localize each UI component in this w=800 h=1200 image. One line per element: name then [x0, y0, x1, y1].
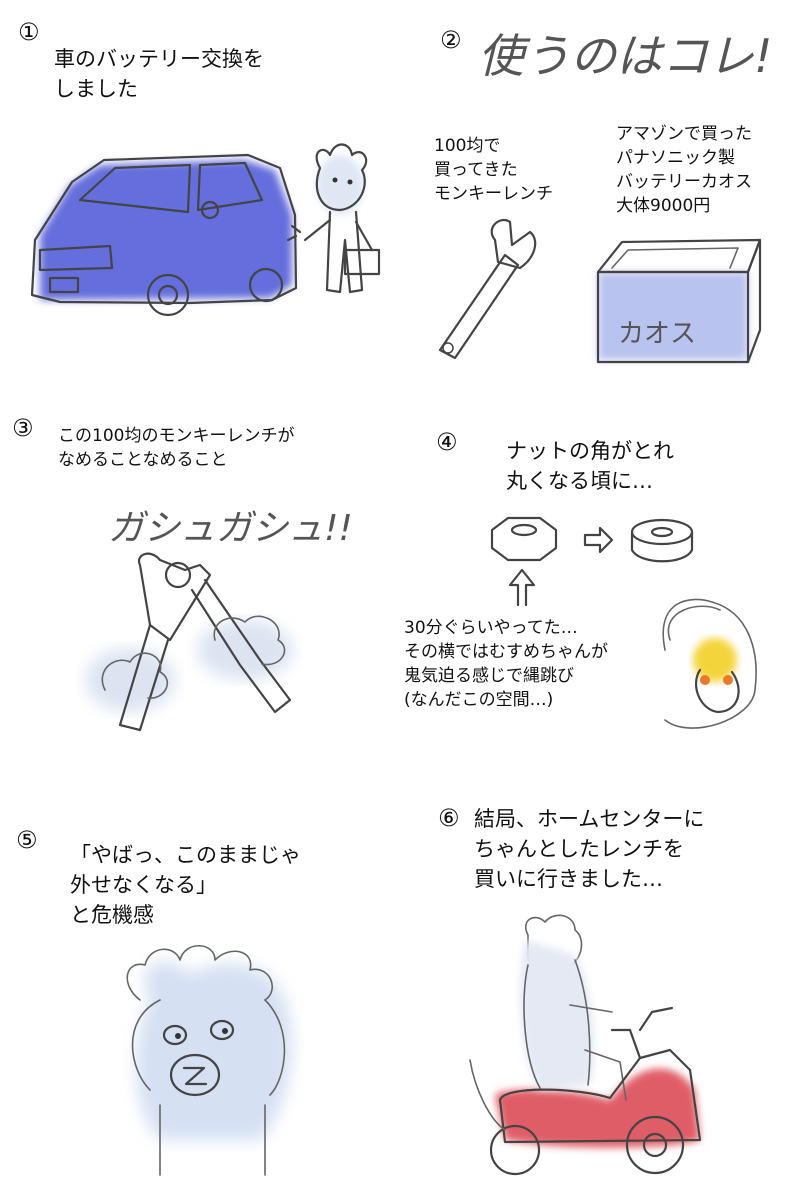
battery-label: カオス	[618, 319, 696, 349]
arrow-right-icon	[583, 526, 614, 554]
panel5-number: ⑤	[16, 826, 38, 854]
panel4-caption: ナットの角がとれ 丸くなる頃に…	[506, 439, 674, 493]
wrench-struggle-illustration	[85, 552, 293, 732]
panel2-wrench-note: 100均で 買ってきた モンキーレンチ	[434, 136, 553, 204]
arrow-up-icon	[508, 568, 536, 607]
panel1-number: ①	[18, 18, 40, 46]
chick-jump-rope-illustration	[662, 598, 757, 729]
panel5-caption: 「やばっ、このままじゃ 外せなくなる」 と危機感	[70, 843, 301, 927]
panel4-number: ④	[436, 428, 458, 456]
panel3-number: ③	[12, 414, 34, 442]
nut-before-illustration	[490, 516, 558, 562]
battery-illustration: カオス	[596, 238, 762, 364]
nut-after-illustration	[630, 518, 694, 563]
panel2-title-handwritten: 使うのはコレ!	[478, 29, 772, 83]
panel2-number: ②	[440, 26, 462, 54]
panel6-caption: 結局、ホームセンターに ちゃんとしたレンチを 買いに行きました…	[474, 807, 705, 891]
panel1-caption: 車のバッテリー交換を しました	[54, 47, 264, 101]
bear-with-toolbox-illustration	[286, 143, 381, 294]
panel6-number: ⑥	[438, 804, 460, 832]
monkey-wrench-illustration	[438, 219, 537, 360]
panel4-note: 30分ぐらいやってた… その横ではむすめちゃんが 鬼気迫る感じで縄跳び (なんだ…	[404, 618, 608, 710]
bear-on-scooter-illustration	[469, 914, 702, 1176]
panel3-caption: この100均のモンキーレンチが なめることなめること	[58, 426, 295, 470]
panel2-battery-note: アマゾンで買った パナソニック製 バッテリーカオス 大体9000円	[616, 124, 752, 216]
worried-bear-illustration	[126, 945, 292, 1176]
car-illustration	[30, 153, 298, 317]
panel3-sfx: ガシュガシュ!!	[108, 508, 353, 549]
